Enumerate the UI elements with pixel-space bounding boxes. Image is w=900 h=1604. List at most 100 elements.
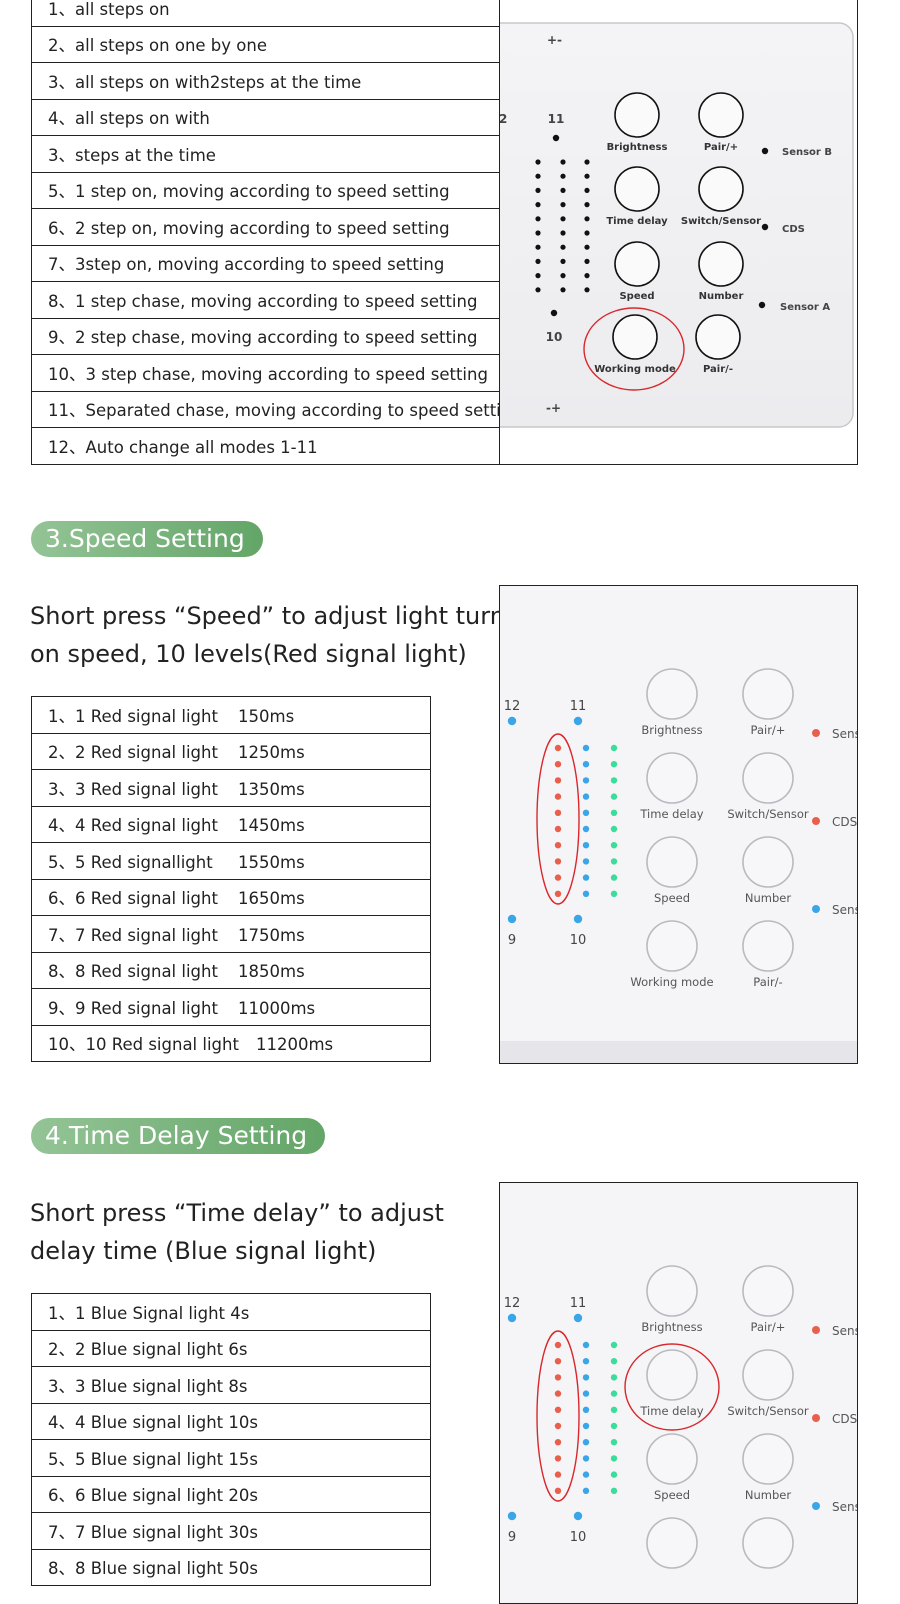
table-row: 1、1 Blue Signal light 4s <box>31 1293 431 1331</box>
led-dot <box>554 1374 562 1381</box>
table-row: 7、3step on, moving according to speed se… <box>31 244 523 282</box>
led-dot <box>535 202 541 208</box>
delay-cell: 6、6 Blue signal light 20s <box>31 1475 431 1513</box>
highlight-ring <box>624 1343 720 1431</box>
panel-button: Brightness <box>641 668 703 737</box>
panel-number: 10 <box>570 933 587 948</box>
mode-cell: 2、all steps on one by one <box>31 25 523 63</box>
panel-number: 10 <box>570 1530 587 1545</box>
mode-cell: 6、2 step on, moving according to speed s… <box>31 208 523 246</box>
led-dot <box>582 1422 590 1430</box>
corner-led <box>573 1511 583 1521</box>
button-label: Speed <box>654 1488 690 1502</box>
button-label: Time delay <box>639 807 703 821</box>
plate-edge <box>500 1041 857 1063</box>
button-label: Pair/+ <box>751 723 786 737</box>
led-dot <box>554 1422 562 1430</box>
panel-button: Pair/+ <box>742 668 794 737</box>
cds-label: CDS <box>782 224 805 235</box>
led-dot <box>582 1406 590 1413</box>
led-dot <box>554 874 562 881</box>
speed-label: 4、4 Red signal light <box>48 816 218 836</box>
led-dot <box>582 1471 590 1478</box>
led-dot <box>535 187 541 193</box>
mode-cell: 8、1 step chase, moving according to spee… <box>31 281 523 319</box>
led-dot <box>560 159 566 165</box>
sensor-label: CDS <box>832 1412 857 1426</box>
delay-intro-line: Short press “Time delay” to adjust <box>30 1199 444 1227</box>
led-dot <box>582 874 590 881</box>
led-dot <box>554 777 562 784</box>
led-dot <box>610 1390 618 1397</box>
led-dot <box>582 1374 590 1381</box>
led-dot <box>610 1341 618 1349</box>
table-row: 1、1 Red signal light 150ms <box>31 696 431 734</box>
led-dot <box>535 287 541 293</box>
led-dot <box>582 1487 590 1494</box>
corner-led <box>573 914 583 924</box>
panel-button: Switch/Sensor <box>727 1349 809 1418</box>
speed-label: 3、3 Red signal light <box>48 779 218 799</box>
button-label: Number <box>699 291 744 302</box>
table-row: 4、4 Blue signal light 10s <box>31 1402 431 1440</box>
speed-value: 11000ms <box>238 998 316 1018</box>
button-label: Pair/- <box>753 975 782 989</box>
speed-label: 1、1 Red signal light <box>48 706 218 726</box>
controller-illustration: 1211910SensCDSSens BrightnessPair/+Time … <box>500 1183 857 1603</box>
led-dot <box>554 842 562 849</box>
delay-cell: 3、3 Blue signal light 8s <box>31 1366 431 1404</box>
panel-number: 9 <box>508 933 516 948</box>
led-matrix: 1211910SensCDSSens <box>504 699 857 948</box>
table-row: 6、6 Blue signal light 20s <box>31 1475 431 1513</box>
speed-value: 1850ms <box>238 962 305 982</box>
table-row: 9、2 step chase, moving according to spee… <box>31 317 523 355</box>
minus-plus-mark: -+ <box>546 401 561 415</box>
panel-button: Working mode <box>594 314 676 375</box>
button-label: Switch/Sensor <box>727 807 809 821</box>
number-11: 11 <box>548 112 565 126</box>
led-dot <box>535 173 541 179</box>
modes-table: 1、all steps on 2、all steps on one by one… <box>31 0 523 465</box>
section-heading-speed: 3.Speed Setting <box>31 521 263 557</box>
panel-button: Pair/+ <box>742 1265 794 1334</box>
table-row: 3、steps at the time <box>31 135 523 173</box>
panel-button: Brightness <box>607 92 668 153</box>
sensor-label: Sens <box>832 1500 857 1514</box>
sensor-led <box>812 1414 820 1422</box>
mode-cell: 4、all steps on with <box>31 98 523 136</box>
sensor-led <box>812 817 820 825</box>
led-dot <box>554 858 562 865</box>
led-dot <box>582 1455 590 1462</box>
led-dot <box>582 825 590 833</box>
button-label: Brightness <box>607 142 668 153</box>
led-dot <box>582 890 590 897</box>
corner-led <box>507 716 517 726</box>
led-dot <box>584 173 590 179</box>
panel-button: Time delay <box>639 1349 704 1418</box>
table-row: 1、all steps on <box>31 0 523 27</box>
sensor-led <box>812 729 820 737</box>
led-dot <box>554 809 562 816</box>
button-label: Speed <box>654 891 690 905</box>
table-row: 4、all steps on with <box>31 98 523 136</box>
led-dot <box>610 1439 618 1446</box>
highlight-ring <box>583 307 685 391</box>
section-heading-delay: 4.Time Delay Setting <box>31 1118 326 1154</box>
table-row: 8、1 step chase, moving according to spee… <box>31 281 523 319</box>
led-dot <box>535 159 541 165</box>
sensor-label: Sens <box>832 903 857 917</box>
delay-intro-line: delay time (Blue signal light) <box>30 1237 377 1265</box>
led-dot <box>584 202 590 208</box>
sensor-label: Sens <box>832 1324 857 1338</box>
table-row: 6、2 step on, moving according to speed s… <box>31 208 523 246</box>
led-dot <box>584 216 590 222</box>
speed-value: 150ms <box>238 706 295 726</box>
speed-value: 1750ms <box>238 925 305 945</box>
